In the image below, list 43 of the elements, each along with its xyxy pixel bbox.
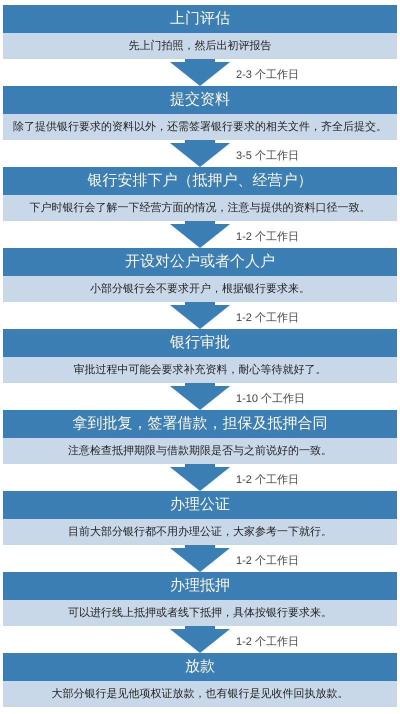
step-title: 银行安排下户（抵押户、经营户） [3,167,397,195]
down-arrow [170,545,230,572]
step-box [3,653,397,707]
step-box [3,491,397,545]
down-arrow [170,302,230,329]
step-description: 小部分银行会不要求开户，根据银行要求来。 [3,276,397,302]
duration-label: 1-2 个工作日 [236,635,299,649]
duration-label: 2-3 个工作日 [236,68,299,82]
down-arrow [170,626,230,653]
step-box [3,329,397,383]
down-arrow [170,383,230,410]
duration-label: 1-10 个工作日 [236,392,306,406]
duration-label: 1-2 个工作日 [236,473,299,487]
step-description: 先上门拍照，然后出初评报告 [3,33,397,59]
step-title: 办理抵押 [3,572,397,600]
step-title: 开设对公户或者个人户 [3,248,397,276]
down-arrow [170,464,230,491]
step-title: 上门评估 [3,5,397,33]
step-description: 审批过程中可能会要求补充资料，耐心等待就好了。 [3,357,397,383]
step-title: 银行审批 [3,329,397,357]
step-title: 拿到批复，签署借款，担保及抵押合同 [3,410,397,438]
step-description: 大部分银行是见他项权证放款，也有银行是见收件回执放款。 [3,681,397,707]
step-box [3,167,397,221]
step-description: 可以进行线上抵押或者线下抵押，具体按银行要求来。 [3,600,397,626]
step-description: 下户时银行会了解一下经营方面的情况，注意与提供的资料口径一致。 [3,195,397,221]
step-title: 提交资料 [3,86,397,114]
duration-label: 3-5 个工作日 [236,149,299,163]
step-description: 注意检查抵押期限与借款期限是否与之前说好的一致。 [3,438,397,464]
step-title: 放款 [3,653,397,681]
step-box [3,86,397,140]
down-arrow [170,59,230,86]
step-description: 目前大部分银行都不用办理公证，大家参考一下就行。 [3,519,397,545]
duration-label: 1-2 个工作日 [236,554,299,568]
step-title: 办理公证 [3,491,397,519]
step-box [3,410,397,464]
step-box [3,5,397,59]
step-description: 除了提供银行要求的资料以外，还需签署银行要求的相关文件，齐全后提交。 [3,114,397,140]
down-arrow [170,140,230,167]
down-arrow [170,221,230,248]
step-box [3,248,397,302]
duration-label: 1-2 个工作日 [236,311,299,325]
step-box [3,572,397,626]
duration-label: 1-2 个工作日 [236,230,299,244]
